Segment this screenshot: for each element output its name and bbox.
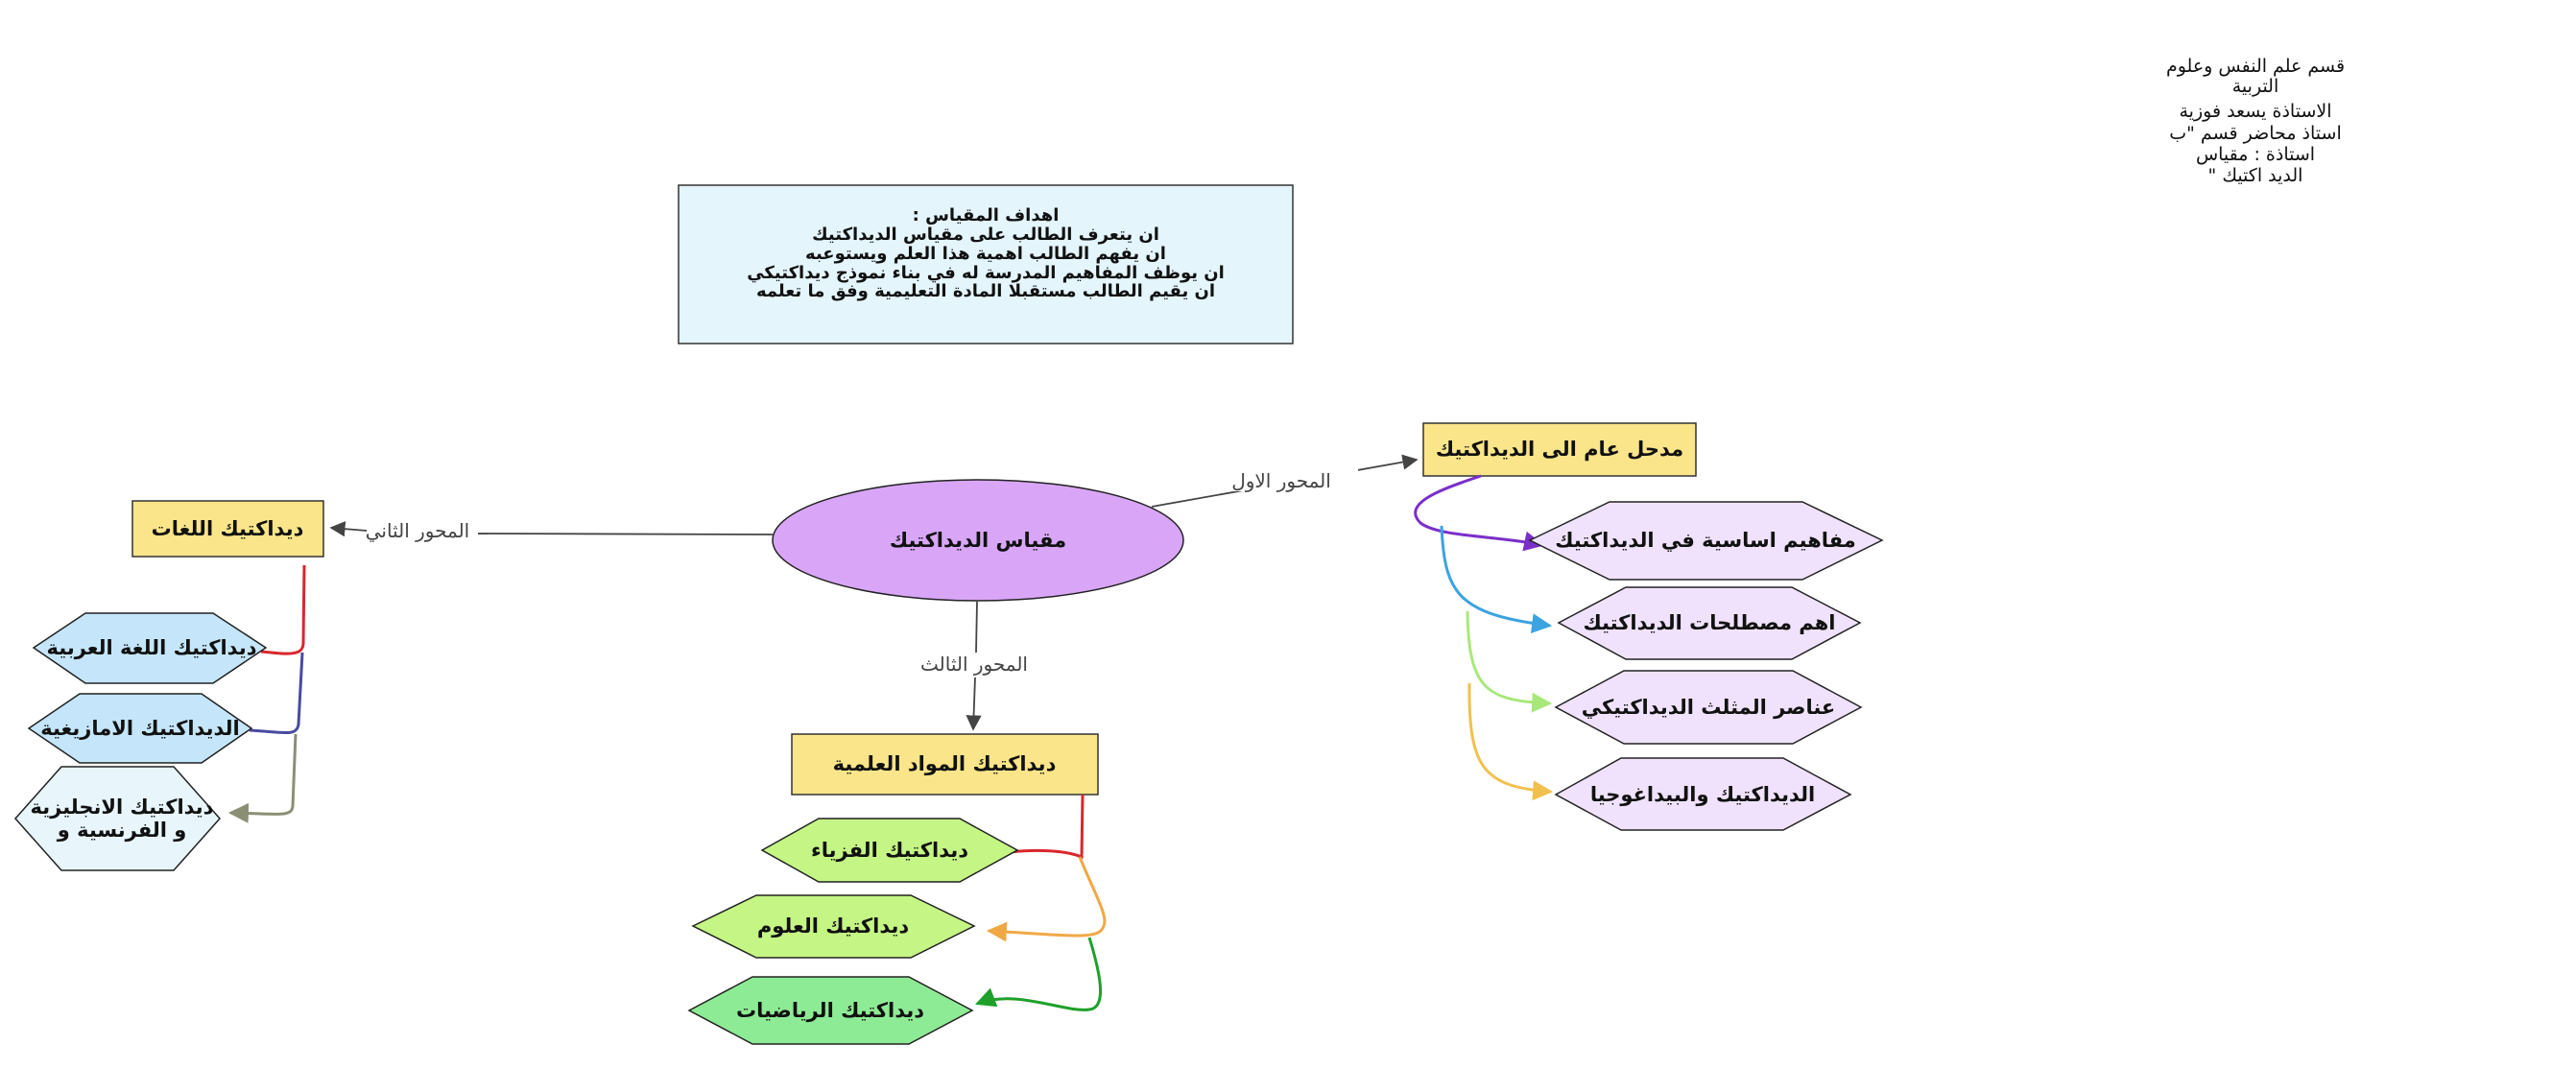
child-label: الديداكتيك الامازيغية (40, 717, 240, 740)
axis-2-node[interactable]: ديداكتيك اللغات (131, 500, 324, 558)
axis-2-child-3[interactable]: ديداكتيك الانجليزية و الفرنسية و (13, 766, 222, 871)
goals-line: ان يفهم الطالب اهمية هذا العلم ويستوعبه (805, 244, 1166, 264)
info-block: قسم علم النفس وعلوم التربية الاستاذة يسع… (2166, 56, 2345, 186)
axis-1-child-2[interactable]: اهم مصطلحات الديداكتيك (1557, 586, 1862, 660)
goals-line: ان يتعرف الطالب على مقياس الديداكتيك (812, 225, 1159, 245)
axis-1-child-1[interactable]: مفاهيم اساسية في الديداكتيك (1528, 501, 1884, 581)
child-label: عناصر المثلث الديداكتيكي (1582, 696, 1836, 719)
goals-line: ان يقيم الطالب مستقبلا المادة التعليمية … (756, 281, 1215, 301)
child-label: ديداكتيك الفزياء (811, 839, 968, 862)
central-node[interactable]: مقياس الديداكتيك (772, 479, 1184, 602)
edge-label-axis-2: المحور الثاني (366, 519, 470, 543)
goals-box[interactable]: : اهداف المقياس ان يتعرف الطالب على مقيا… (678, 184, 1294, 344)
branch-3-1 (1009, 794, 1085, 860)
axis-3-child-1[interactable]: ديداكتيك الفزياء (760, 818, 1019, 883)
axis-3-node[interactable]: ديداكتيك المواد العلمية (791, 733, 1099, 796)
edge-axis-2-arrow (329, 521, 368, 537)
branch-2-2 (249, 652, 304, 735)
edge-label-axis-1: المحور الاول (1231, 469, 1331, 492)
axis-3-label: ديداكتيك المواد العلمية (833, 752, 1057, 775)
axis-2-child-2[interactable]: الديداكتيك الامازيغية (27, 693, 253, 764)
info-line: " الديد اكتيك (2208, 165, 2303, 186)
axis-1-child-4[interactable]: الديداكتيك والبيداغوجيا (1554, 757, 1852, 831)
child-label: ديداكتيك اللغة العربية (47, 636, 257, 659)
child-label: مفاهيم اساسية في الديداكتيك (1555, 529, 1856, 552)
branch-3-2 (986, 856, 1107, 942)
info-line: الاستاذة يسعد فوزية (2180, 101, 2332, 122)
info-line: استاذ محاضر قسم "ب (2169, 123, 2341, 144)
branch-1-1 (1414, 474, 1545, 552)
goals-line: ان يوظف المفاهيم المدرسة له في بناء نموذ… (747, 263, 1225, 283)
axis-3-child-2[interactable]: ديداكتيك العلوم (691, 894, 976, 959)
info-line: قسم علم النفس وعلوم (2166, 56, 2345, 77)
axis-1-node[interactable]: مدحل عام الى الديداكتيك (1422, 422, 1697, 477)
branch-1-2 (1440, 525, 1553, 634)
child-label: اهم مصطلحات الديداكتيك (1583, 611, 1835, 634)
info-line: التربية (2232, 76, 2279, 97)
edge-label-axis-3: المحور الثالث (920, 653, 1028, 676)
edge-axis-3-arrow (966, 677, 982, 731)
child-label: ديداكتيك العلوم (757, 915, 910, 938)
branch-3-3 (975, 937, 1103, 1011)
child-label: ديداكتيك الرياضيات (736, 999, 924, 1022)
child-label-line1: ديداكتيك الانجليزية (31, 796, 214, 819)
child-label: الديداكتيك والبيداغوجيا (1590, 783, 1815, 806)
goals-line: : اهداف المقياس (913, 205, 1060, 226)
branch-1-3 (1466, 610, 1553, 713)
branch-2-3 (227, 733, 298, 823)
edge-axis-3 (975, 601, 978, 653)
branch-2-1 (260, 564, 306, 655)
axis-2-child-1[interactable]: ديداكتيك اللغة العربية (32, 612, 268, 684)
axis-2-label: ديداكتيك اللغات (152, 517, 304, 540)
central-node-label: مقياس الديداكتيك (890, 529, 1066, 552)
axis-1-label: مدحل عام الى الديداكتيك (1436, 438, 1683, 461)
child-label-line2: و الفرنسية و (57, 819, 187, 842)
branch-1-4 (1467, 682, 1554, 801)
info-line: استاذة : مقياس (2196, 144, 2315, 165)
axis-3-child-3[interactable]: ديداكتيك الرياضيات (687, 976, 974, 1045)
axis-1-child-3[interactable]: عناصر المثلث الديداكتيكي (1554, 670, 1863, 745)
